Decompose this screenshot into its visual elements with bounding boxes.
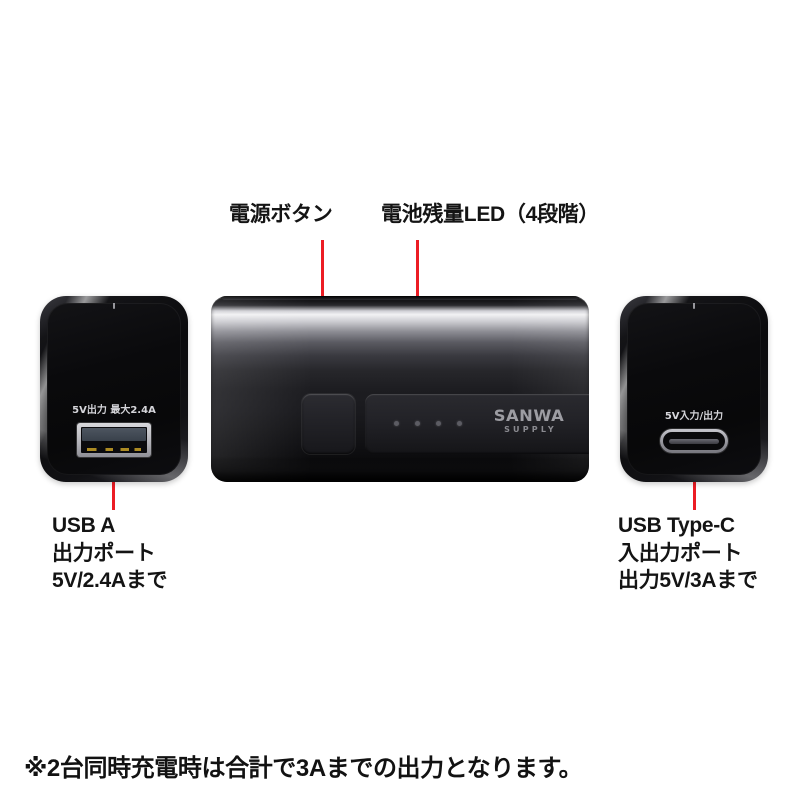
usb-a-label-line-1: USB A [52,514,116,537]
gloss-sheen-right [475,296,589,482]
port-marking-usb-c: 5V入力/出力 [664,411,724,422]
shell-seam-left [113,303,115,309]
usb-a-tongue [82,428,146,441]
usb-c-label-line-1: USB Type-C [618,514,735,537]
battery-led-indicator-3 [436,421,441,426]
footnote-text: ※2台同時充電時は合計で3Aまでの出力となります。 [24,755,583,782]
shell-seam-right [693,303,695,309]
battery-led-indicator-4 [457,421,462,426]
battery-led-indicator-1 [394,421,399,426]
usb-c-label-line-3: 出力5V/3Aまで [618,569,758,593]
gloss-sheen-left [211,296,355,482]
battery-led-panel [365,394,589,454]
battery-led-indicator-2 [415,421,420,426]
device-right-face-surface: 5V入力/出力 [627,303,761,475]
device-left-usb-a-face: 5V出力 最大2.4A [40,296,188,482]
body-bottom-shadow [211,456,589,482]
usb-a-cavity [81,427,147,453]
callout-label-power-button: 電源ボタン [229,203,333,226]
usb-c-tongue [669,438,719,444]
device-left-face-surface: 5V出力 最大2.4A [47,303,181,475]
device-center-body: SANWA SUPPLY [211,296,589,482]
port-marking-usb-a: 5V出力 最大2.4A [72,405,156,416]
usb-c-label-line-2: 入出力ポート [618,541,743,565]
usb-c-connector[interactable] [660,429,728,453]
usb-a-label-line-2: 出力ポート [52,541,156,565]
callout-usb-c-description: USB Type-C 入出力ポート 出力5V/3Aまで [618,512,758,595]
power-button[interactable] [302,394,355,454]
callout-usb-a-description: USB A 出力ポート 5V/2.4Aまで [52,512,167,595]
usb-a-label-line-3: 5V/2.4Aまで [52,569,168,593]
device-right-usb-c-face: 5V入力/出力 [620,296,768,482]
usb-a-connector[interactable] [77,423,151,457]
callout-label-battery-led: 電池残量LED（4段階） [381,203,600,226]
top-rim-highlight [221,296,579,300]
usb-a-contacts [87,448,141,451]
usb-c-cavity [663,432,725,450]
